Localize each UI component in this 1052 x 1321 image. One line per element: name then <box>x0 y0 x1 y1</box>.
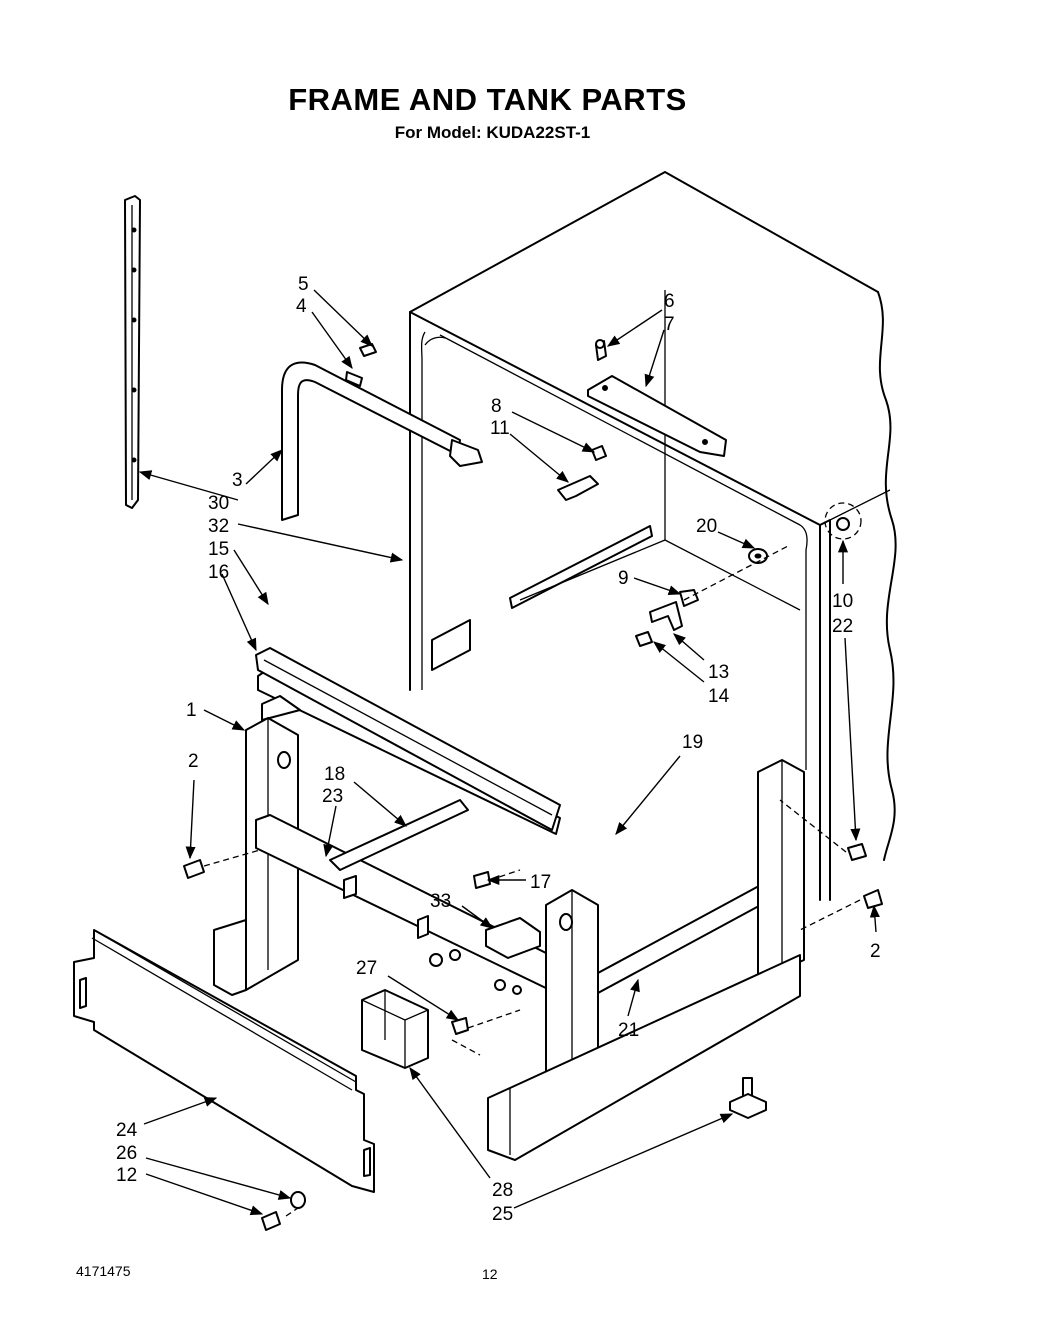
callout-23: 23 <box>322 786 343 807</box>
leveling-leg-part-25 <box>729 1077 767 1119</box>
callout-18: 18 <box>324 764 345 785</box>
callout-24: 24 <box>116 1120 138 1141</box>
callout-3: 3 <box>232 470 243 491</box>
page-number: 12 <box>482 1266 498 1282</box>
callout-28: 28 <box>492 1180 513 1201</box>
page-title: FRAME AND TANK PARTS <box>288 82 687 117</box>
callout-12: 12 <box>116 1165 137 1186</box>
callout-30: 30 <box>208 493 229 514</box>
clip-part-8 <box>591 445 607 461</box>
callout-17: 17 <box>530 872 551 893</box>
junction-box-part-28 <box>361 989 429 1069</box>
base-frame <box>213 717 805 1161</box>
callout-labels: 5 4 6 7 8 11 3 30 32 15 16 20 9 10 22 13… <box>116 274 881 1225</box>
side-strip-part-30 <box>124 195 141 509</box>
tank <box>409 171 897 901</box>
callout-leaders <box>138 289 880 1216</box>
callout-6: 6 <box>664 291 675 312</box>
callout-10: 10 <box>832 591 853 612</box>
callout-32: 32 <box>208 516 229 537</box>
callout-4: 4 <box>296 296 307 317</box>
callout-13: 13 <box>708 662 729 683</box>
washer-part-26 <box>290 1191 306 1209</box>
callout-9: 9 <box>618 568 629 589</box>
callout-16: 16 <box>208 562 229 583</box>
callout-20: 20 <box>696 516 717 537</box>
callout-2-right: 2 <box>870 941 881 962</box>
callout-21: 21 <box>618 1020 639 1041</box>
callout-22: 22 <box>832 616 853 637</box>
toe-panel-part-24 <box>73 929 375 1193</box>
callout-2-left: 2 <box>188 751 199 772</box>
screw-part-27 <box>451 1017 469 1035</box>
bracket-part-13 <box>649 601 683 631</box>
screw-part-6 <box>595 339 607 361</box>
document-number: 4171475 <box>76 1263 131 1279</box>
screw-part-14 <box>635 631 653 647</box>
screw-part-12 <box>261 1211 281 1231</box>
screw-part-2-right <box>863 889 883 909</box>
bracket-part-11 <box>557 475 599 501</box>
callout-8: 8 <box>491 396 502 417</box>
spacer-part-20 <box>748 548 768 564</box>
screw-part-5 <box>359 343 377 357</box>
callout-25: 25 <box>492 1204 513 1225</box>
fastener-part-10 <box>824 502 862 540</box>
callout-5: 5 <box>298 274 309 295</box>
callout-19: 19 <box>682 732 703 753</box>
rail-part-16 <box>255 647 561 831</box>
callout-11: 11 <box>490 418 510 439</box>
callout-15: 15 <box>208 539 229 560</box>
screw-part-17 <box>473 871 491 889</box>
bracket-part-7 <box>587 375 727 457</box>
callout-1: 1 <box>186 700 197 721</box>
model-subtitle: For Model: KUDA22ST-1 <box>394 123 591 142</box>
pad-part-33 <box>485 917 541 959</box>
callout-33: 33 <box>430 891 451 912</box>
callout-27: 27 <box>356 958 377 979</box>
screw-part-22 <box>847 843 867 861</box>
callout-26: 26 <box>116 1143 137 1164</box>
screw-part-2-left <box>183 859 205 879</box>
callout-14: 14 <box>708 686 730 707</box>
callout-7: 7 <box>664 314 675 335</box>
tube-part-3 <box>281 361 483 521</box>
